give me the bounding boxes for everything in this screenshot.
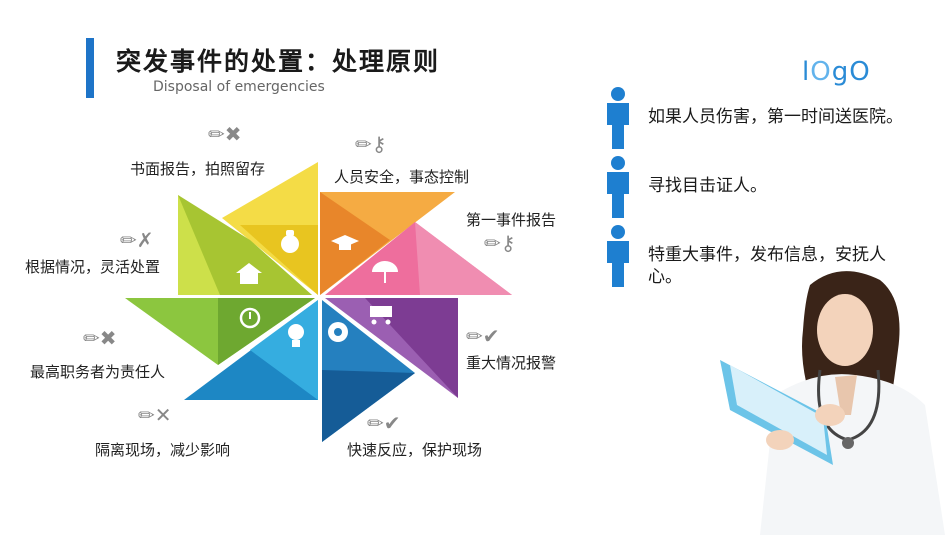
person-icon (607, 87, 629, 149)
pencil-key-icon: ✏⚷ (355, 132, 387, 156)
petal-label-first-report: 第一事件报告 (466, 211, 557, 229)
alarm-clock-icon (239, 307, 261, 329)
pencil-cross-icon: ✏✖ (208, 122, 242, 146)
pencil-check-icon: ✏✔ (466, 324, 500, 348)
umbrella-icon (372, 261, 398, 283)
title-accent-bar (86, 38, 94, 98)
petal-pink (325, 222, 512, 295)
graduation-cap-icon (331, 235, 359, 250)
logo-part-4: O (849, 57, 871, 87)
petal-label-personnel-safety: 人员安全，事态控制 (334, 168, 470, 186)
page-title: 突发事件的处置：处理原则 (116, 47, 441, 76)
gear-icon (328, 322, 348, 342)
petal-lime (178, 195, 312, 295)
bullet-text-3: 特重大事件，发布信息，安抚人心。 (648, 245, 886, 287)
pencil-cross-icon: ✏✖ (83, 326, 117, 350)
pencil-cross-icon: ✏✗ (120, 228, 154, 252)
petal-label-flexible-handling: 根据情况，灵活处置 (25, 258, 161, 276)
petal-label-written-report: 书面报告，拍照留存 (130, 160, 266, 178)
petal-orange (320, 192, 455, 295)
petal-label-isolate-scene: 隔离现场，减少影响 (95, 441, 231, 459)
shopping-cart-icon (370, 306, 392, 325)
person-icon (607, 156, 629, 218)
logo-part-3: g (831, 57, 850, 87)
logo-part-2: O (810, 57, 832, 87)
logo: lOgO (802, 57, 871, 87)
logo-part-1: l (802, 57, 811, 87)
bullet-text-1: 如果人员伤害，第一时间送医院。 (648, 107, 903, 127)
doctor-illustration (720, 271, 945, 535)
lightbulb-icon (288, 324, 304, 347)
pencil-cross-icon: ✏✕ (138, 403, 172, 427)
money-bag-icon (281, 230, 299, 253)
petal-blue-light (184, 300, 318, 400)
person-icon (607, 225, 629, 287)
page-subtitle: Disposal of emergencies (153, 79, 325, 95)
bullet-text-2: 寻找目击证人。 (648, 176, 767, 196)
petal-label-responsible-person: 最高职务者为责任人 (30, 363, 166, 381)
pencil-key-icon: ✏⚷ (484, 231, 516, 255)
pencil-check-icon: ✏✔ (367, 411, 401, 435)
house-icon (236, 263, 262, 284)
petal-label-alarm: 重大情况报警 (466, 354, 557, 372)
petal-label-quick-response: 快速反应，保护现场 (347, 441, 483, 459)
